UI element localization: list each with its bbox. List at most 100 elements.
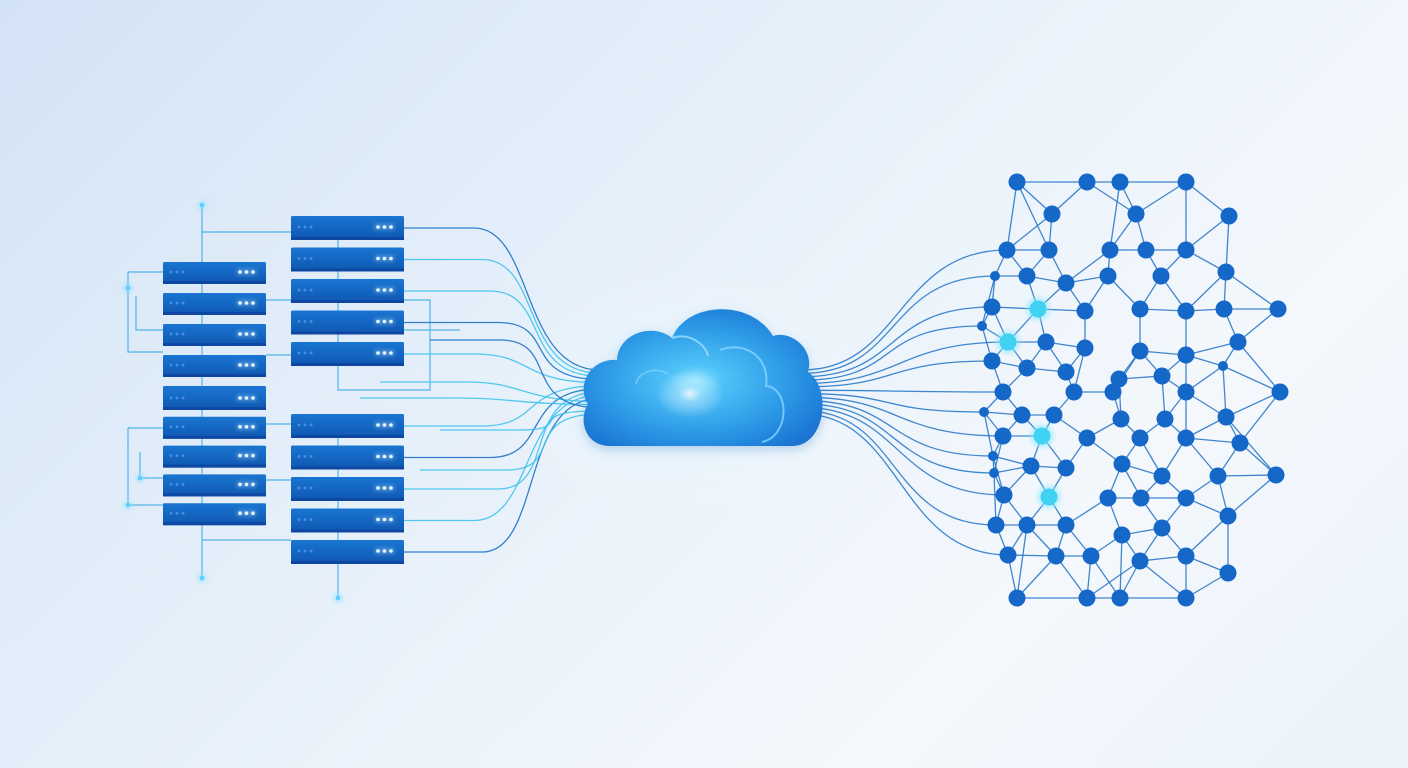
network-node [1131, 300, 1149, 318]
network-edge [993, 472, 997, 526]
network-node [1127, 205, 1145, 223]
server-led [389, 486, 393, 490]
server-unit-body [291, 445, 404, 470]
network-node [1099, 267, 1117, 285]
network-node [1177, 346, 1195, 364]
network-node [977, 321, 987, 331]
server-unit [163, 262, 266, 284]
server-unit-base [163, 493, 266, 497]
network-node [1037, 333, 1055, 351]
circuit-trace [127, 272, 163, 353]
network-node [1229, 333, 1247, 351]
server-unit [163, 324, 266, 346]
server-unit-base [291, 268, 404, 272]
network-node [1076, 302, 1094, 320]
network-node [1177, 589, 1195, 607]
server-vent [181, 511, 185, 515]
network-node [1113, 455, 1131, 473]
fiber-wire [801, 396, 1004, 437]
server-unit-base [163, 281, 266, 284]
server-led [238, 332, 242, 336]
server-vent [303, 549, 307, 553]
server-unit-base [163, 343, 266, 346]
server-led [238, 396, 242, 400]
network-edge [1086, 560, 1141, 599]
fiber-wire [430, 339, 601, 409]
server-unit [163, 416, 266, 439]
network-node [990, 271, 1000, 281]
server-unit-base [291, 529, 404, 533]
server-vent [175, 454, 179, 458]
server-vent [181, 425, 185, 429]
server-vent [309, 257, 313, 260]
server-unit-base [163, 312, 266, 315]
server-led [238, 425, 242, 429]
server-led [251, 482, 255, 487]
server-vent [181, 332, 185, 336]
server-vent [303, 455, 307, 458]
server-unit-body [163, 474, 266, 497]
server-unit-base [291, 498, 404, 501]
network-node [987, 516, 1005, 534]
server-unit [291, 508, 404, 533]
server-led [389, 454, 393, 459]
network-edge [1016, 524, 1028, 599]
fiber-wire [801, 249, 1008, 371]
server-vent [297, 423, 301, 427]
network-node [1057, 274, 1075, 292]
cloud-icon [583, 309, 823, 446]
network-node [1156, 410, 1174, 428]
server-led [389, 517, 393, 522]
network-edge [1222, 365, 1227, 418]
network-node [1112, 410, 1130, 428]
fiber-wire [404, 388, 601, 459]
network-edge [1055, 555, 1088, 599]
server-led [389, 225, 393, 229]
network-node [1099, 489, 1117, 507]
server-led [382, 256, 387, 261]
network-edge [1217, 474, 1277, 477]
server-vent [169, 363, 173, 367]
server-unit-body [163, 388, 266, 410]
server-rack-group [291, 414, 404, 564]
server-unit-base [163, 374, 266, 377]
circuit-node [199, 575, 205, 581]
network-edge [1016, 555, 1057, 599]
server-unit [291, 216, 404, 240]
server-unit-body [163, 503, 266, 526]
network-node [1057, 459, 1075, 477]
server-vent [309, 549, 313, 553]
network-node [1047, 547, 1065, 565]
network-node [1043, 205, 1061, 223]
server-unit-body [291, 310, 404, 335]
fiber-wire [801, 360, 993, 388]
server-led [238, 511, 242, 515]
server-vent [309, 351, 313, 355]
server-vent [169, 482, 173, 486]
network-edge [1185, 437, 1241, 444]
fiber-wire [404, 353, 601, 384]
server-vent [309, 288, 313, 292]
network-node [1104, 383, 1122, 401]
server-vent [181, 301, 185, 305]
server-vent [175, 482, 179, 486]
server-led [389, 423, 393, 427]
server-vent [169, 425, 173, 429]
network-node [1008, 173, 1026, 191]
network-node [1131, 429, 1149, 447]
server-led [251, 301, 255, 305]
network-node [1209, 467, 1227, 485]
server-led [376, 454, 380, 459]
network-node [1177, 383, 1195, 401]
server-led [389, 256, 393, 261]
network-node [1022, 457, 1040, 475]
server-vent [169, 332, 173, 336]
server-led [244, 301, 249, 305]
server-unit-body [291, 247, 404, 272]
network-node [1111, 589, 1129, 607]
network-edge [1225, 391, 1281, 418]
server-led [244, 270, 249, 274]
server-led [244, 453, 249, 458]
